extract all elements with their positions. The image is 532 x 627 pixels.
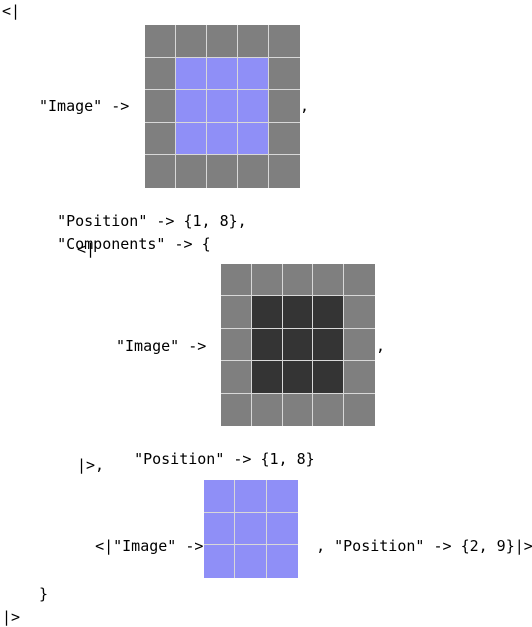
pixel-cell bbox=[238, 90, 269, 123]
components-line: "Components" -> { bbox=[39, 217, 211, 253]
pixel-cell bbox=[269, 155, 300, 188]
components-brace-open: { bbox=[201, 235, 211, 253]
pixel-cell bbox=[313, 296, 345, 329]
pixel-cell bbox=[344, 328, 375, 362]
pixel-cell bbox=[344, 296, 375, 329]
pixel-cell bbox=[145, 90, 176, 123]
pixel-cell bbox=[344, 264, 375, 297]
pixel-cell bbox=[204, 512, 236, 546]
component-1-image-comma: , bbox=[376, 337, 386, 355]
pixel-cell bbox=[145, 25, 176, 58]
component-2-image-grid bbox=[204, 480, 298, 578]
pixel-cell bbox=[313, 264, 345, 297]
pixel-cell bbox=[282, 393, 314, 426]
component-2-image-line-right: , "Position" -> {2, 9}|> bbox=[298, 519, 532, 555]
component-2-image-key: "Image" -> bbox=[113, 537, 204, 555]
pixel-cell bbox=[176, 122, 207, 156]
pixel-cell bbox=[235, 545, 267, 578]
pixel-cell bbox=[238, 122, 269, 156]
pixel-cell bbox=[282, 328, 314, 362]
pixel-cell bbox=[176, 90, 207, 123]
pixel-cell bbox=[176, 155, 207, 188]
pixel-cell bbox=[266, 480, 298, 513]
root-position-line: "Position" -> {1, 8}, bbox=[39, 194, 247, 230]
root-position-value: {1, 8}, bbox=[183, 212, 247, 230]
pixel-cell bbox=[269, 122, 300, 156]
pixel-cell bbox=[266, 545, 298, 578]
pixel-cell bbox=[221, 296, 252, 329]
pixel-cell bbox=[204, 480, 236, 513]
component-2-position-key: "Position" -> bbox=[334, 537, 452, 555]
pixel-cell bbox=[207, 155, 238, 188]
pixel-cell bbox=[238, 155, 269, 188]
component-1-position-value: {1, 8} bbox=[260, 450, 315, 468]
assoc-open: <| bbox=[2, 2, 21, 20]
pixel-cell bbox=[344, 361, 375, 394]
pixel-cell bbox=[238, 25, 269, 58]
component-1-image-key: "Image" -> bbox=[116, 337, 207, 355]
pixel-cell bbox=[313, 328, 345, 362]
component-2-image-comma: , bbox=[316, 537, 326, 555]
component-2-assoc-close: |> bbox=[514, 537, 532, 555]
pixel-cell bbox=[221, 361, 252, 394]
component-1-position-key: "Position" -> bbox=[134, 450, 252, 468]
component-1-image-grid bbox=[221, 264, 375, 426]
pixel-cell bbox=[313, 361, 345, 394]
components-key: "Components" -> bbox=[57, 235, 193, 253]
pixel-cell bbox=[235, 512, 267, 546]
pixel-cell bbox=[269, 90, 300, 123]
pixel-cell bbox=[269, 25, 300, 58]
pixel-cell bbox=[221, 328, 252, 362]
pixel-cell bbox=[176, 25, 207, 58]
pixel-cell bbox=[313, 393, 345, 426]
pixel-cell bbox=[221, 393, 252, 426]
root-position-key: "Position" -> bbox=[57, 212, 175, 230]
pixel-cell bbox=[269, 57, 300, 91]
root-image-grid bbox=[145, 25, 300, 188]
pixel-cell bbox=[251, 328, 283, 362]
pixel-cell bbox=[221, 264, 252, 297]
root-image-key: "Image" -> bbox=[39, 97, 130, 115]
pixel-cell bbox=[145, 122, 176, 156]
root-image-comma: , bbox=[300, 97, 310, 115]
pixel-cell bbox=[176, 57, 207, 91]
pixel-cell bbox=[266, 512, 298, 546]
pixel-cell bbox=[207, 25, 238, 58]
pixel-cell bbox=[207, 90, 238, 123]
component-2-position-value: {2, 9} bbox=[460, 537, 515, 555]
pixel-cell bbox=[251, 296, 283, 329]
pixel-cell bbox=[344, 393, 375, 426]
pixel-cell bbox=[204, 545, 236, 578]
component-2-image-line-left: <|"Image" -> bbox=[77, 519, 203, 555]
pixel-cell bbox=[207, 57, 238, 91]
pixel-cell bbox=[251, 264, 283, 297]
component-2-assoc-open: <| bbox=[95, 537, 114, 555]
pixel-cell bbox=[282, 264, 314, 297]
pixel-cell bbox=[235, 480, 267, 513]
pixel-cell bbox=[145, 155, 176, 188]
pixel-cell bbox=[238, 57, 269, 91]
pixel-cell bbox=[207, 122, 238, 156]
component-1-position-line: "Position" -> {1, 8} bbox=[116, 432, 315, 468]
pixel-cell bbox=[251, 361, 283, 394]
pixel-cell bbox=[251, 393, 283, 426]
component-1-assoc-close: |>, bbox=[77, 456, 105, 474]
pixel-cell bbox=[282, 296, 314, 329]
components-brace-close: } bbox=[39, 585, 49, 603]
pixel-cell bbox=[282, 361, 314, 394]
pixel-cell bbox=[145, 57, 176, 91]
assoc-close: |> bbox=[2, 608, 21, 626]
component-1-assoc-open: <| bbox=[77, 240, 96, 258]
